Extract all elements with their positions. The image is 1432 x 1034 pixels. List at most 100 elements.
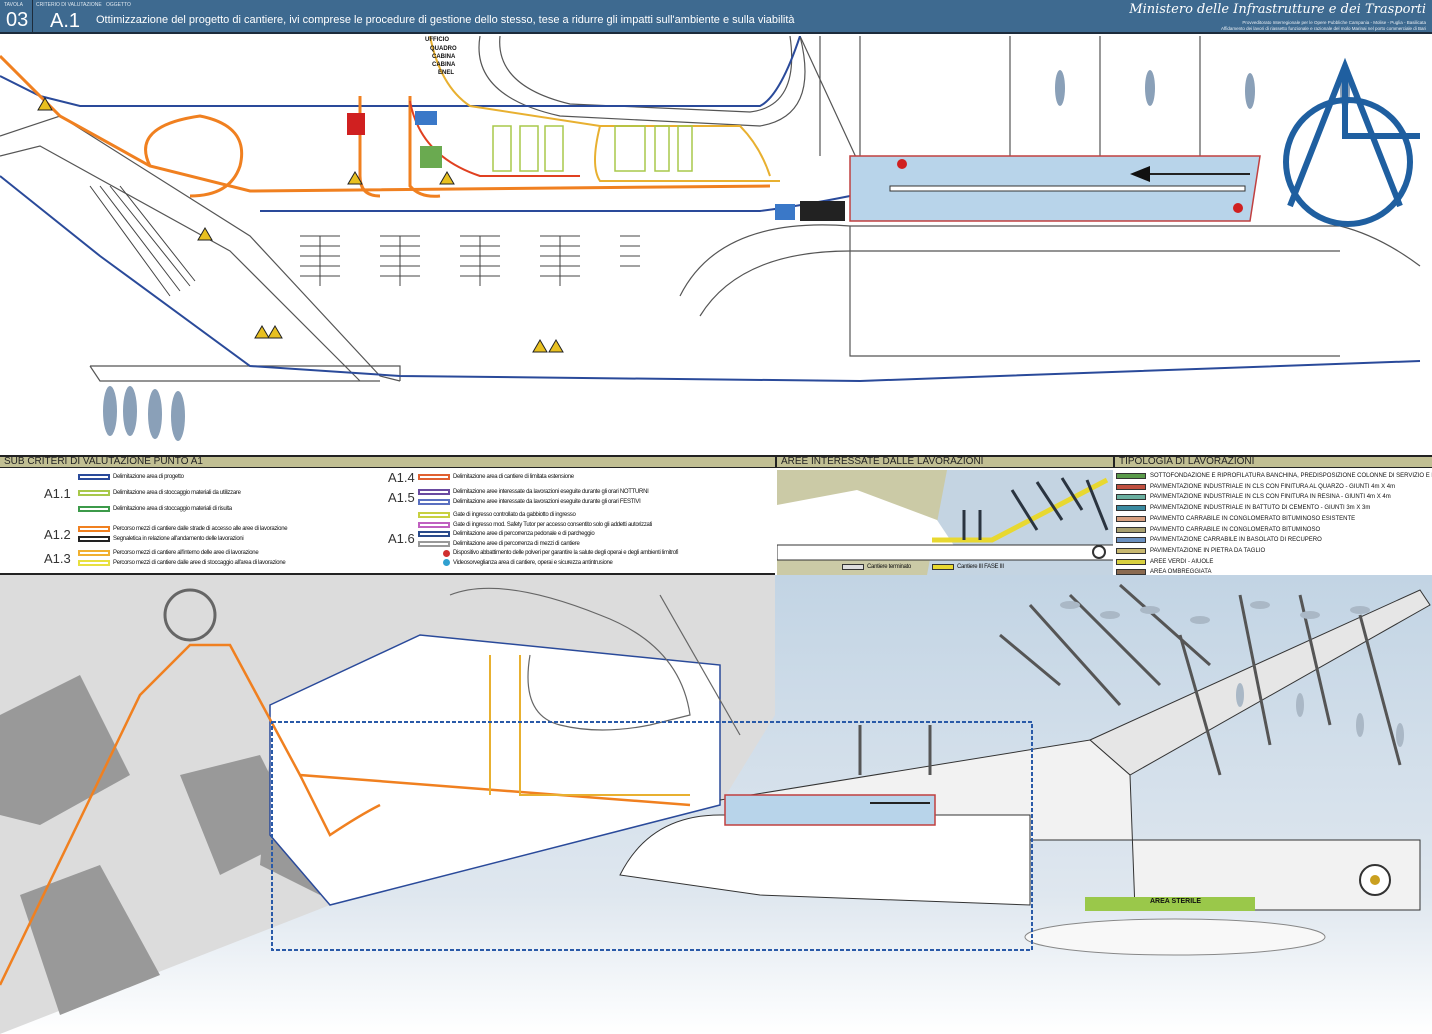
legend-item: Delimitazione area di stoccaggio materia… [78, 489, 241, 497]
tipologia-label: SOTTOFONDAZIONE E RIPROFILATURA BANCHINA… [1150, 473, 1432, 479]
legend-label: Percorso mezzi di cantiere dalle strade … [113, 526, 288, 532]
legend-group-code: A1.2 [44, 526, 71, 542]
title-block: TAVOLA 03 CRITERIO DI VALUTAZIONE A.1 OG… [0, 0, 1432, 34]
area-sterile-label: AREA STERILE [1150, 898, 1202, 905]
ministry-subtitle-2: Affidamento dei lavori di riassetto funz… [1220, 26, 1426, 31]
aree-legend-label: Cantiere terminato [867, 564, 911, 570]
legend-item: Delimitazione area di cantiere di limita… [418, 473, 574, 481]
legend-item: Segnaletica in relazione all'andamento d… [78, 535, 244, 543]
oggetto-label: OGGETTO [106, 2, 131, 8]
legend-item: Videosorveglianza area di cantiere, oper… [418, 559, 613, 567]
label-ufficio: UFFICIO [425, 37, 449, 43]
criterio-label: CRITERIO DI VALUTAZIONE [36, 2, 102, 8]
tipologia-swatch [1116, 505, 1146, 512]
label-cabina-2: CABINA [432, 62, 456, 68]
tipologia-swatch [1116, 494, 1146, 501]
tipologia-swatch [1116, 483, 1146, 490]
legend-item: Percorso mezzi di cantiere all'interno d… [78, 549, 259, 557]
legend-item: Delimitazione area di stoccaggio materia… [78, 505, 232, 513]
legend-swatch [443, 549, 450, 557]
top-site-plan [0, 36, 1432, 454]
bottom-site-plan [0, 575, 1432, 1034]
legend-swatch [418, 499, 450, 505]
legend-group-code: A1.4 [388, 469, 415, 485]
legend-item: Percorso mezzi di cantiere dalle aree di… [78, 559, 286, 567]
page-title: Ottimizzazione del progetto di cantiere,… [96, 14, 795, 26]
legend-label: Delimitazione area di stoccaggio materia… [113, 506, 232, 512]
tipologia-label: PAVIMENTAZIONE CARRABILE IN BASOLATO DI … [1150, 537, 1322, 544]
legend-item: Delimitazione aree interessate da lavora… [418, 488, 649, 496]
tipologia-item: AREA OMBREGGIATA [1116, 568, 1211, 576]
tipologia-item: PAVIMENTAZIONE INDUSTRIALE IN BATTUTO DI… [1116, 504, 1370, 512]
criterio-code: A.1 [50, 10, 81, 32]
tipologia-swatch [1116, 473, 1146, 479]
tavola-label: TAVOLA [4, 2, 23, 8]
tipologia-item: PAVIMENTAZIONE INDUSTRIALE IN CLS CON FI… [1116, 483, 1395, 491]
legend-label: Gate di ingresso mod. Safety Tutor per a… [453, 521, 652, 528]
tipologia-label: PAVIMENTO CARRABILE IN CONGLOMERATO BITU… [1150, 515, 1356, 522]
legend-a1-title: SUB CRITERI DI VALUTAZIONE PUNTO A1 [0, 455, 775, 468]
legend-group-code: A1.5 [388, 489, 415, 505]
aree-title: AREE INTERESSATE DALLE LAVORAZIONI [775, 455, 1115, 468]
tipologia-swatch [1116, 515, 1146, 522]
legend-swatch [418, 512, 450, 518]
label-quadro: QUADRO [430, 46, 457, 52]
legend-item: Gate di ingresso mod. Safety Tutor per a… [418, 521, 652, 529]
tipologia-label: PAVIMENTAZIONE INDUSTRIALE IN CLS CON FI… [1150, 483, 1396, 490]
tipologia-title: TIPOLOGIA DI LAVORAZIONI [1113, 455, 1432, 468]
legend-swatch [418, 540, 450, 547]
legend-swatch [418, 489, 450, 495]
divider [32, 0, 33, 34]
legend-label: Delimitazione aree interessate da lavora… [453, 489, 649, 495]
legend-label: Delimitazione area di cantiere di limita… [453, 474, 574, 480]
legend-item: Delimitazione aree interessate da lavora… [418, 498, 641, 506]
tipologia-swatch [1116, 537, 1146, 544]
tavola-number: 03 [6, 9, 29, 31]
legend-label: Videosorveglianza area di cantiere, oper… [453, 559, 613, 566]
logo [1283, 57, 1420, 227]
aree-legend-item: Cantiere terminato [842, 563, 911, 571]
legend-swatch [443, 559, 450, 566]
legend-item: Percorso mezzi di cantiere dalle strade … [78, 525, 288, 533]
ministry-name: Ministero delle Infrastrutture e dei Tra… [1129, 2, 1426, 17]
legend-swatch [78, 536, 110, 542]
legend-label: Delimitazione area di stoccaggio materia… [113, 490, 241, 496]
legend-label: Delimitazione area di progetto [113, 474, 184, 480]
legend-swatch [418, 474, 450, 480]
legend-label: Percorso mezzi di cantiere all'interno d… [113, 550, 259, 556]
tipologia-label: AREA OMBREGGIATA [1150, 569, 1212, 576]
legend-swatch [78, 526, 110, 532]
legend-swatch [78, 474, 110, 480]
legend-item: Dispositivo abbattimento delle polveri p… [418, 549, 679, 557]
tipologia-label: PAVIMENTO CARRABILE IN CONGLOMERATO BITU… [1150, 526, 1321, 533]
tipologia-item: PAVIMENTO CARRABILE IN CONGLOMERATO BITU… [1116, 526, 1320, 534]
tipologia-item: PAVIMENTAZIONE INDUSTRIALE IN CLS CON FI… [1116, 493, 1391, 501]
legend-swatch [78, 550, 110, 556]
tipologia-item: PAVIMENTAZIONE IN PIETRA DA TAGLIO [1116, 547, 1265, 555]
legend-swatch [418, 521, 450, 528]
legend-label: Delimitazione aree di percorrenza di mez… [453, 540, 580, 547]
construction-area-hatched [849, 155, 1261, 222]
tipologia-swatch [1116, 569, 1146, 576]
tipologia-label: PAVIMENTAZIONE IN PIETRA DA TAGLIO [1150, 547, 1266, 554]
legend-item: Delimitazione area di progetto [78, 473, 184, 481]
tipologia-item: SOTTOFONDAZIONE E RIPROFILATURA BANCHINA… [1116, 472, 1432, 480]
legend-label: Percorso mezzi di cantiere dalle aree di… [113, 560, 286, 566]
label-enel: ENEL [438, 70, 455, 76]
ministry-subtitle: Provveditorato Interregionale per le Ope… [1242, 20, 1426, 25]
legend-label: Dispositivo abbattimento delle polveri p… [453, 550, 679, 556]
aree-legend-item: Cantiere III FASE III [932, 563, 1004, 571]
tipologia-swatch [1116, 547, 1146, 554]
aree-mini-map [777, 470, 1113, 575]
legend-swatch [932, 564, 954, 570]
tipologia-label: PAVIMENTAZIONE INDUSTRIALE IN BATTUTO DI… [1150, 505, 1371, 512]
legend-group-code: A1.3 [44, 550, 71, 566]
tipologia-label: AREE VERDI - AIUOLE [1150, 558, 1214, 565]
legend-swatch [842, 564, 864, 570]
label-cabina: CABINA [432, 54, 456, 60]
legend-label: Gate di ingresso controllato da gabbiott… [453, 512, 576, 518]
legend-swatch [78, 490, 110, 496]
legend-label: Delimitazione aree interessate da lavora… [453, 499, 641, 505]
legend-swatch [78, 506, 110, 512]
legend-group-code: A1.6 [388, 531, 415, 547]
